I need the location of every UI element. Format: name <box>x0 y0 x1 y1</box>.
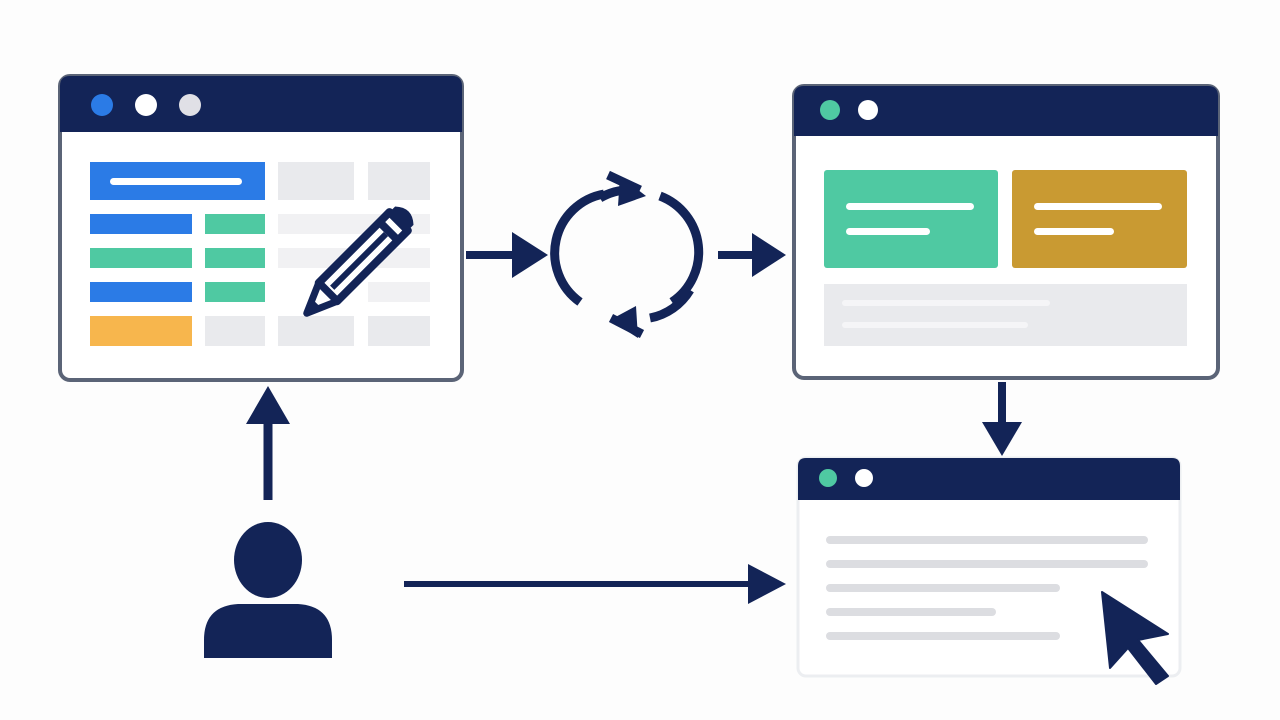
arrow-icon <box>404 564 786 604</box>
output-window-titlebar <box>798 458 1180 500</box>
sync-arrowhead-bottom <box>610 306 638 338</box>
table-cell-teal <box>205 282 265 302</box>
editor-window <box>58 74 464 382</box>
arrow-icon <box>718 233 786 277</box>
table-cell-teal <box>90 248 192 268</box>
teal-card <box>824 170 998 268</box>
text-line <box>826 632 1060 640</box>
user-icon <box>204 522 332 658</box>
dashboard-window-titlebar <box>794 86 1218 136</box>
text-line <box>826 560 1148 568</box>
window-dot-white-icon <box>858 100 878 120</box>
sync-arrowhead-top <box>618 176 646 206</box>
table-cell <box>368 162 430 200</box>
table-cell-teal <box>205 214 265 234</box>
window-dot-blue-icon <box>91 94 113 116</box>
table-cell <box>368 282 430 302</box>
text-line <box>826 536 1148 544</box>
arrow-icon <box>466 232 548 278</box>
panel-text-line <box>842 300 1050 306</box>
table-cell-blue <box>90 214 192 234</box>
gold-card <box>1012 170 1187 268</box>
gray-panel <box>824 284 1187 346</box>
pencil-icon <box>303 206 414 317</box>
window-dot-gray-icon <box>179 94 201 116</box>
arrow-icon <box>982 382 1022 456</box>
card-text-line <box>1034 203 1162 210</box>
table-cell <box>368 316 430 346</box>
card-text-line <box>846 203 974 210</box>
output-window <box>796 456 1182 685</box>
window-dot-white-icon <box>135 94 157 116</box>
table-cell <box>278 316 354 346</box>
text-line <box>826 584 1060 592</box>
table-cell-orange <box>90 316 192 346</box>
table-cell <box>278 162 354 200</box>
card-text-line <box>1034 228 1114 235</box>
table-cell <box>205 316 265 346</box>
editor-window-titlebar <box>60 76 462 132</box>
arrow-icon <box>246 386 290 500</box>
window-dot-green-icon <box>820 100 840 120</box>
table-cell-teal <box>205 248 265 268</box>
window-dot-white-icon <box>855 469 873 487</box>
user-body <box>204 604 332 658</box>
table-cell-blue <box>90 282 192 302</box>
cursor-icon <box>1101 591 1169 685</box>
table-header-text-line <box>110 178 242 185</box>
window-dot-green-icon <box>819 469 837 487</box>
text-line <box>826 608 996 616</box>
dashboard-window <box>792 84 1220 380</box>
card-text-line <box>846 228 930 235</box>
panel-text-line <box>842 322 1028 328</box>
user-head <box>234 522 302 598</box>
